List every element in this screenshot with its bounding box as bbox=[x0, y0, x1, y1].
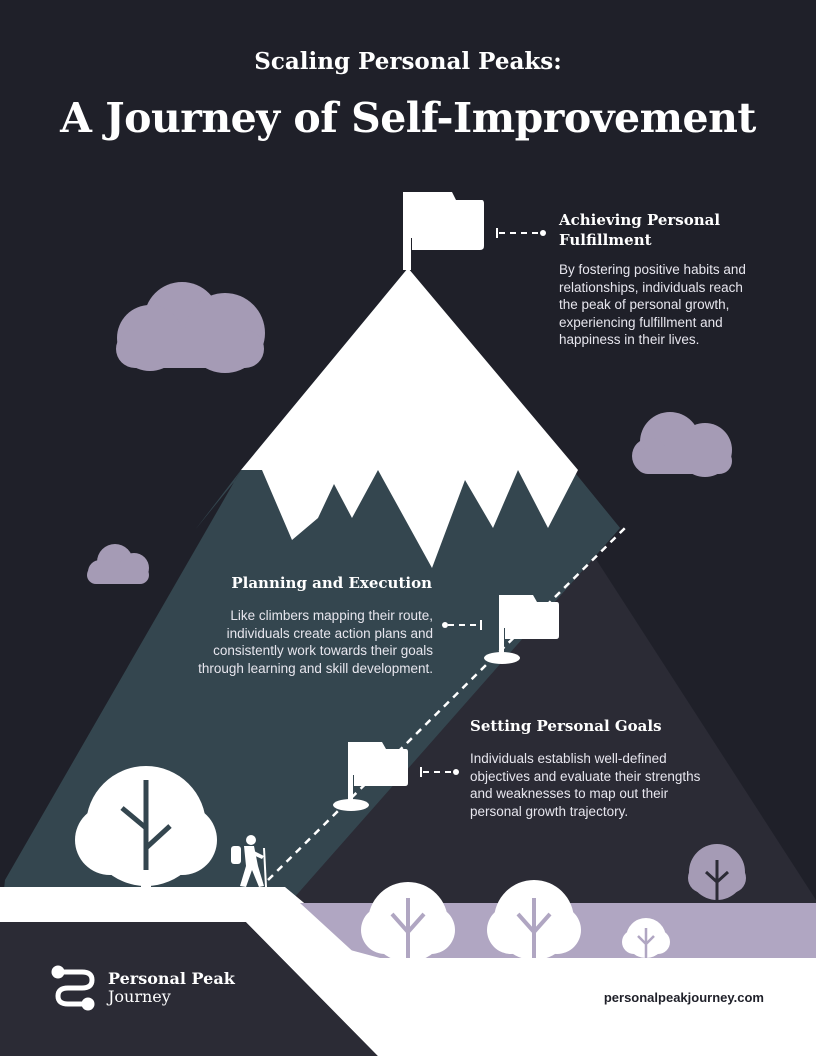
logo-mark-icon bbox=[51, 965, 95, 1011]
tree-icon bbox=[75, 766, 217, 888]
connector-line bbox=[496, 228, 546, 238]
flag-icon bbox=[484, 595, 559, 664]
tree-icon bbox=[688, 844, 746, 903]
page-subtitle: Scaling Personal Peaks: bbox=[254, 48, 562, 75]
logo-subname: Journey bbox=[108, 987, 171, 1006]
body-line: personal growth trajectory. bbox=[470, 803, 629, 819]
connector-line bbox=[420, 767, 459, 777]
page-title: A Journey of Self-Improvement bbox=[60, 94, 756, 142]
footer-band bbox=[0, 922, 378, 1056]
website-link[interactable]: personalpeakjourney.com bbox=[603, 990, 764, 1005]
body-line: happiness in their lives. bbox=[559, 332, 700, 347]
body-line: experiencing fulfillment and bbox=[559, 314, 723, 330]
body-line: Like climbers mapping their route, bbox=[230, 608, 433, 623]
milestone-body: Individuals establish well-defined objec… bbox=[470, 750, 770, 820]
milestone-heading: Achieving Personal Fulfillment bbox=[559, 210, 720, 250]
body-line: consistently work towards their goals bbox=[213, 643, 433, 658]
body-line: relationships, individuals reach bbox=[559, 279, 743, 295]
flag-icon bbox=[333, 742, 408, 811]
body-line: By fostering positive habits and bbox=[559, 262, 746, 277]
milestone-heading: Setting Personal Goals bbox=[470, 717, 662, 735]
logo-name: Personal Peak bbox=[108, 969, 235, 988]
body-line: through learning and skill development. bbox=[198, 660, 433, 676]
cloud-icon bbox=[632, 412, 732, 477]
body-line: the peak of personal growth, bbox=[559, 297, 730, 312]
milestone-heading: Planning and Execution bbox=[231, 574, 432, 592]
connector-line bbox=[442, 620, 482, 630]
milestone-body: Like climbers mapping their route, indiv… bbox=[150, 607, 433, 677]
milestone-heading-line: Fulfillment bbox=[559, 231, 652, 249]
flag-icon bbox=[403, 192, 484, 270]
body-line: objectives and evaluate their strengths bbox=[470, 768, 701, 784]
tree-icon bbox=[361, 882, 455, 962]
snow-cap bbox=[241, 268, 578, 568]
hiker-icon bbox=[231, 835, 267, 888]
milestone-body: By fostering positive habits and relatio… bbox=[559, 261, 789, 349]
cloud-icon bbox=[87, 544, 149, 584]
cloud-icon bbox=[116, 282, 265, 373]
milestone-heading-line: Achieving Personal bbox=[559, 211, 721, 229]
tree-icon bbox=[622, 918, 670, 958]
body-line: and weaknesses to map out their bbox=[470, 786, 669, 801]
body-line: Individuals establish well-defined bbox=[470, 751, 667, 766]
tree-icon bbox=[487, 880, 581, 960]
body-line: individuals create action plans and bbox=[226, 625, 433, 641]
